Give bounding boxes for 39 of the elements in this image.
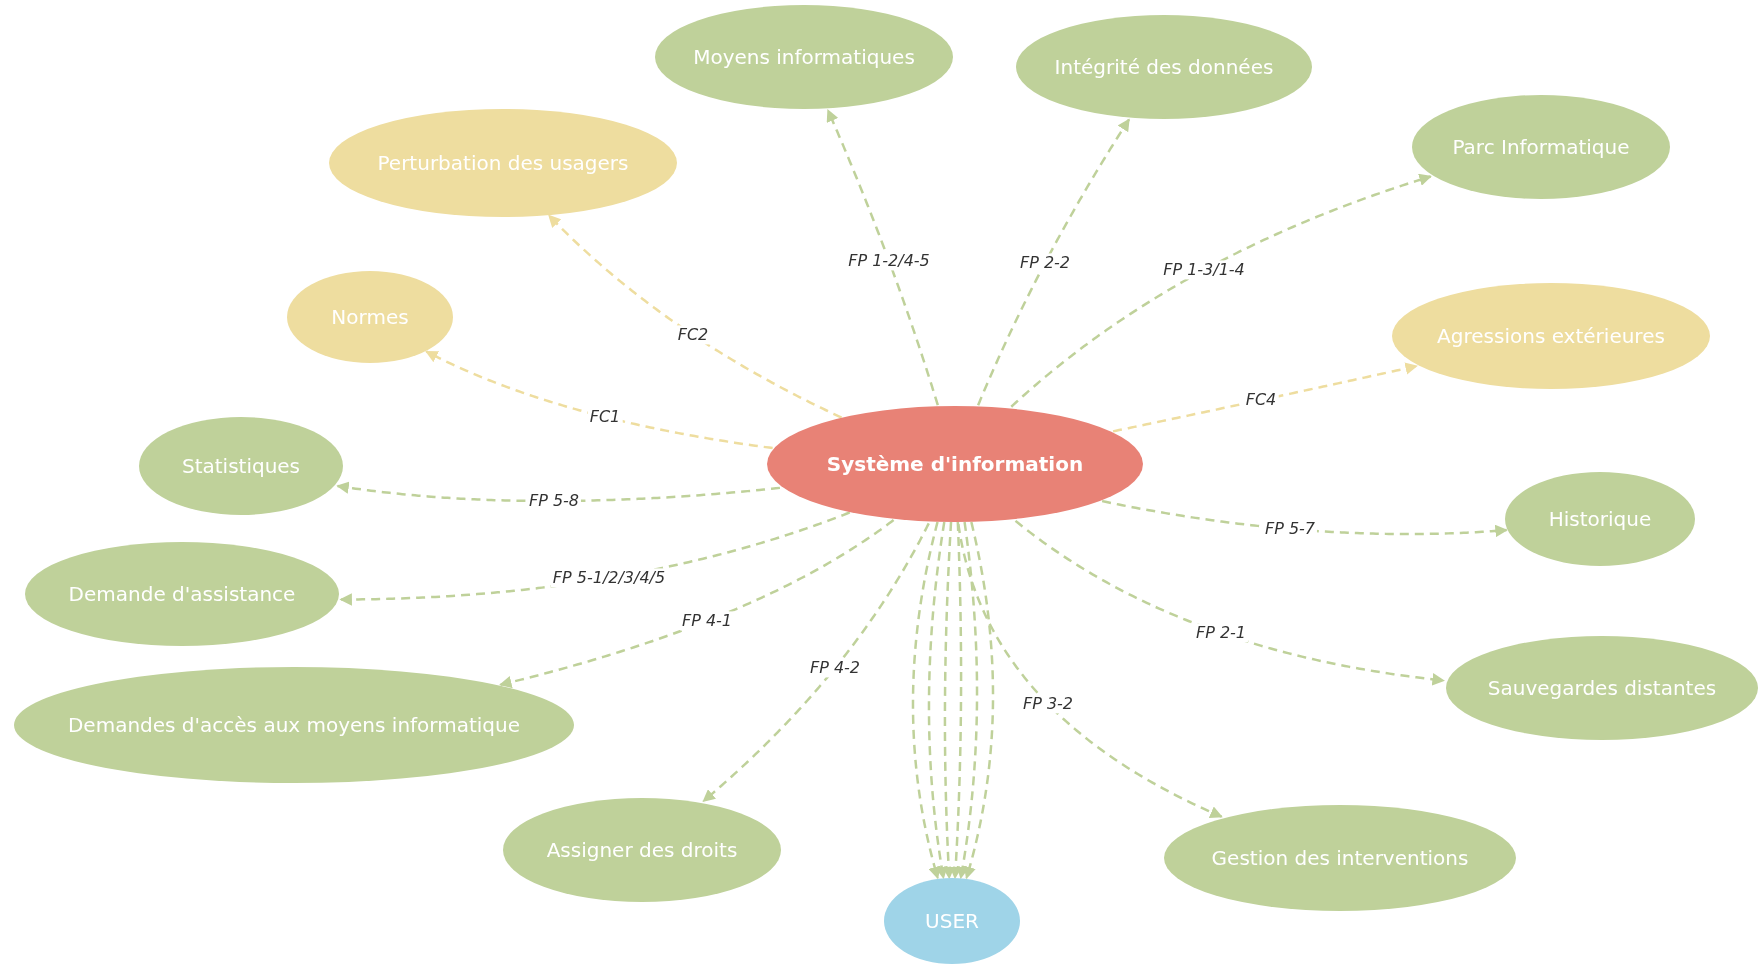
node-label: Gestion des interventions [1211,846,1469,870]
dashed-arrow [927,521,948,880]
dashed-arrow [976,118,1131,406]
dashed-arrow [949,521,963,880]
dashed-arrow [911,521,941,880]
node-label: Parc Informatique [1452,135,1630,159]
node-label: Système d'information [826,452,1084,476]
dashed-arrow [336,481,781,503]
dashed-arrow [942,521,955,880]
dashed-arrow [1101,499,1508,538]
edge-label: FC2 [675,325,711,345]
dashed-arrow [957,524,1223,818]
edge-label: FP 5-1/2/3/4/5 [550,568,668,588]
edge-label: FP 1-2/4-5 [846,251,932,271]
dashed-arrow [826,109,939,406]
node-label: Intégrité des données [1054,55,1274,79]
dashed-arrow [548,214,843,419]
node-label: Agressions extérieures [1437,324,1665,348]
dashed-arrow [1112,362,1418,433]
node-label: Statistiques [181,454,301,478]
node-label: USER [925,909,979,933]
dashed-arrow [499,519,895,689]
edge-label: FP 2-1 [1193,623,1249,643]
dashed-arrow [956,521,979,880]
edge-label: FP 1-3/1-4 [1161,260,1247,280]
node-label: Historique [1548,507,1652,531]
node-label: Demande d'assistance [68,582,296,606]
node-label: Assigner des droits [546,838,738,862]
node-label: Normes [331,305,409,329]
dashed-arrow [1010,173,1432,408]
dashed-arrow [702,522,930,803]
dashed-arrow [425,350,773,450]
edge-label: FP 4-1 [679,611,735,631]
dashed-arrow [963,521,995,880]
node-label: Perturbation des usagers [377,151,629,175]
node-label: Sauvegardes distantes [1487,676,1717,700]
node-label: Demandes d'accès aux moyens informatique [67,713,521,737]
node-label: Moyens informatiques [693,45,915,69]
dashed-arrow [1014,519,1445,686]
